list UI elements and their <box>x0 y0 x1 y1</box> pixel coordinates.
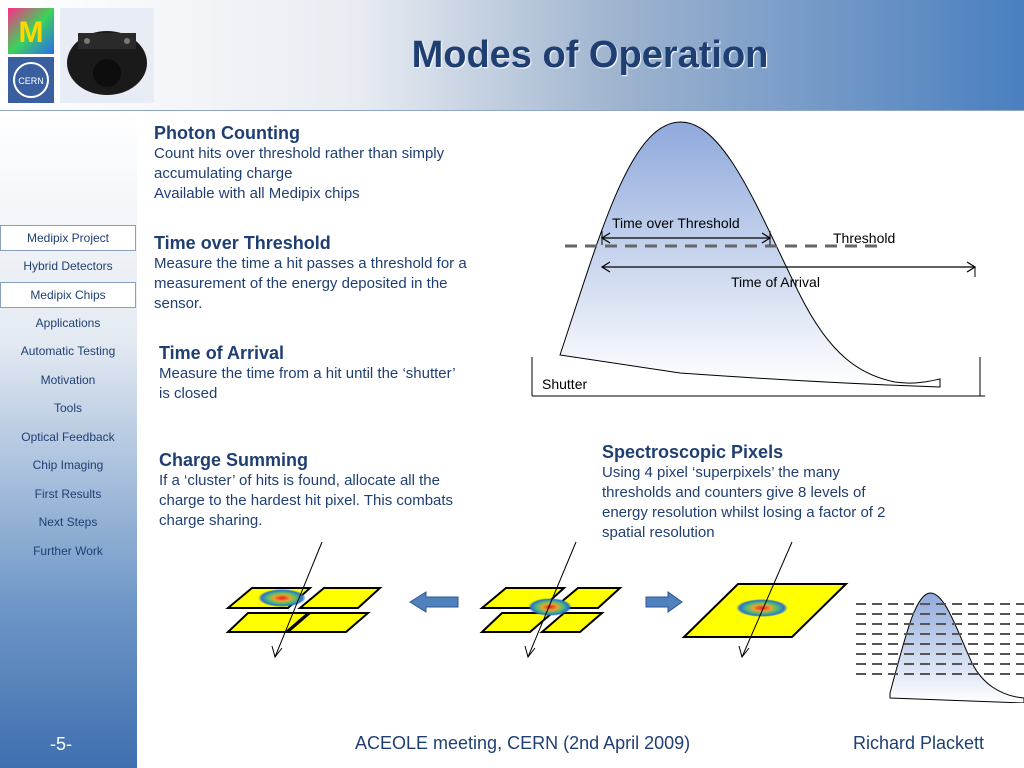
section-text: measurement of the energy deposited in t… <box>154 275 448 292</box>
particle-track <box>527 541 577 658</box>
sidebar-item-chip-imaging[interactable]: Chip Imaging <box>32 458 104 472</box>
charge-cloud <box>528 598 572 616</box>
time-of-arrival-label: Time of Arrival <box>731 274 820 290</box>
sidebar-item-hybrid-detectors[interactable]: Hybrid Detectors <box>23 258 113 273</box>
section-text: Count hits over threshold rather than si… <box>154 145 445 162</box>
track-arrowhead <box>738 645 750 659</box>
pixel-cell <box>225 612 311 633</box>
section-text: Measure the time a hit passes a threshol… <box>154 255 467 272</box>
pixel-diagram <box>225 541 849 659</box>
sidebar-item-optical-feedback[interactable]: Optical Feedback <box>21 429 115 444</box>
left-arrow-icon <box>409 591 459 613</box>
section-heading: Photon Counting <box>154 123 300 143</box>
threshold-label: Threshold <box>833 230 895 246</box>
section-text: spatial resolution <box>602 524 715 541</box>
detector-photo <box>60 8 154 103</box>
sidebar-item-applications[interactable]: Applications <box>35 315 101 330</box>
sidebar-item-first-results[interactable]: First Results <box>34 486 102 501</box>
sidebar-item-medipix-project[interactable]: Medipix Project <box>0 225 136 251</box>
section-heading: Time of Arrival <box>159 343 285 363</box>
section-text: thresholds and counters give 8 levels of <box>602 484 866 501</box>
multi-threshold-diagram <box>856 592 1024 703</box>
track-arrowhead <box>524 645 536 659</box>
svg-text:M: M <box>19 16 44 49</box>
charge-cloud <box>736 599 788 617</box>
medipix-logo: M <box>8 8 54 54</box>
pixel-cell <box>297 587 383 609</box>
pulse-shape <box>559 121 941 388</box>
right-arrow-icon <box>645 591 683 613</box>
particle-track <box>741 541 793 658</box>
sidebar <box>0 111 137 768</box>
section-time-over-threshold: Time over Threshold Measure the time a h… <box>154 233 524 314</box>
section-heading: Charge Summing <box>159 450 309 470</box>
section-text: energy resolution whilst losing a factor… <box>602 504 886 521</box>
pixel-cell <box>479 612 555 633</box>
section-text: If a ‘cluster’ of hits is found, allocat… <box>159 472 440 489</box>
sidebar-item-automatic-testing[interactable]: Automatic Testing <box>20 344 116 358</box>
section-text: is closed <box>159 385 218 402</box>
sidebar-item-motivation[interactable]: Motivation <box>40 372 96 387</box>
footer-event: ACEOLE meeting, CERN (2nd April 2009) <box>355 733 691 753</box>
section-time-of-arrival: Time of Arrival Measure the time from a … <box>159 343 529 404</box>
section-text: Measure the time from a hit until the ‘s… <box>159 365 456 382</box>
pixel-cell <box>539 612 605 633</box>
pixel-cell <box>285 612 371 633</box>
sidebar-item-next-steps[interactable]: Next Steps <box>38 515 98 529</box>
sidebar-item-medipix-chips[interactable]: Medipix Chips <box>0 282 136 308</box>
section-heading: Spectroscopic Pixels <box>602 442 784 462</box>
section-charge-summing: Charge Summing If a ‘cluster’ of hits is… <box>159 450 529 531</box>
section-text: Using 4 pixel ‘superpixels’ the many <box>602 464 840 481</box>
pulse-shape-small <box>889 592 1024 703</box>
sidebar-item-tools[interactable]: Tools <box>53 401 82 415</box>
page-title: Modes of Operation <box>411 34 769 76</box>
section-text: charge sharing. <box>159 512 263 529</box>
sidebar-item-further-work[interactable]: Further Work <box>33 543 103 558</box>
section-text: charge to the hardest hit pixel. This co… <box>159 492 454 509</box>
charge-cloud <box>258 589 306 607</box>
shutter-label: Shutter <box>542 376 587 392</box>
pixel-cell <box>551 587 623 609</box>
cern-logo: CERN <box>8 57 54 103</box>
particle-track <box>274 541 323 658</box>
section-spectroscopic-pixels: Spectroscopic Pixels Using 4 pixel ‘supe… <box>602 442 962 543</box>
pulse-diagram: Time over Threshold Threshold Time of Ar… <box>531 121 985 397</box>
section-text: sensor. <box>154 295 203 312</box>
section-photon-counting: Photon Counting Count hits over threshol… <box>154 123 524 204</box>
time-over-threshold-label: Time over Threshold <box>612 215 740 231</box>
slide-number: -5- <box>50 734 72 754</box>
section-heading: Time over Threshold <box>154 233 331 253</box>
toa-arrowhead-left <box>600 261 611 273</box>
section-text: Available with all Medipix chips <box>154 185 360 202</box>
svg-text:CERN: CERN <box>18 76 44 86</box>
threshold-lines <box>856 603 1024 675</box>
footer-author: Richard Plackett <box>853 733 985 753</box>
header-bar: M CERN Modes of Operation <box>0 0 1024 111</box>
section-text: accumulating charge <box>154 165 293 182</box>
track-arrowhead <box>271 645 283 659</box>
